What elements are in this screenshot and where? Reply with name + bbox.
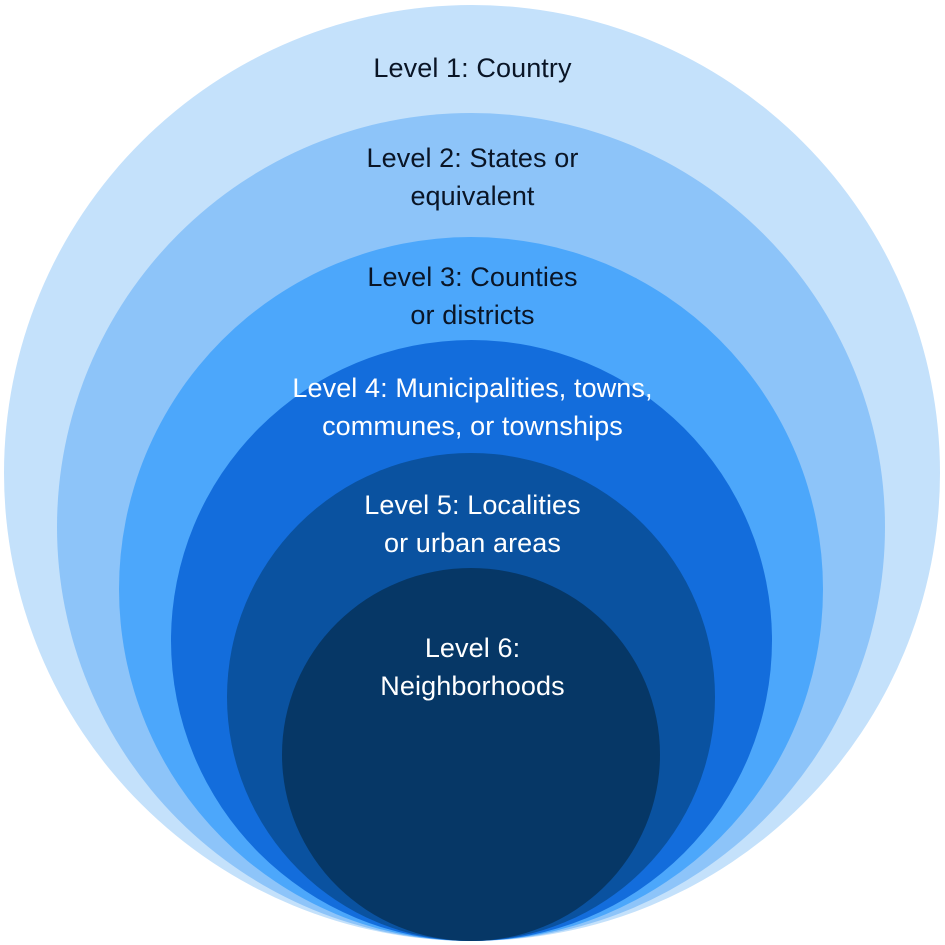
label-level-6: Level 6: Neighborhoods (0, 629, 945, 705)
label-level-5-line1: Level 5: Localities (364, 490, 581, 520)
label-level-6-line1: Level 6: (424, 633, 521, 663)
ring-level-6 (282, 568, 660, 941)
label-level-3-line1: Level 3: Counties (367, 262, 578, 292)
label-level-3-line2: or districts (410, 300, 535, 330)
label-level-4-line2: communes, or townships (322, 411, 623, 441)
label-level-2-line2: equivalent (410, 181, 535, 211)
label-level-1-line1: Level 1: Country (373, 53, 572, 83)
label-level-1: Level 1: Country (0, 49, 945, 87)
label-level-6-line2: Neighborhoods (380, 671, 565, 701)
label-level-4-line1: Level 4: Municipalities, towns, (292, 373, 653, 403)
label-level-4: Level 4: Municipalities, towns, communes… (0, 369, 945, 445)
label-level-2: Level 2: States or equivalent (0, 139, 945, 215)
label-level-2-line1: Level 2: States or (366, 143, 579, 173)
label-level-5-line2: or urban areas (383, 528, 561, 558)
label-level-5: Level 5: Localities or urban areas (0, 486, 945, 562)
label-level-3: Level 3: Counties or districts (0, 258, 945, 334)
